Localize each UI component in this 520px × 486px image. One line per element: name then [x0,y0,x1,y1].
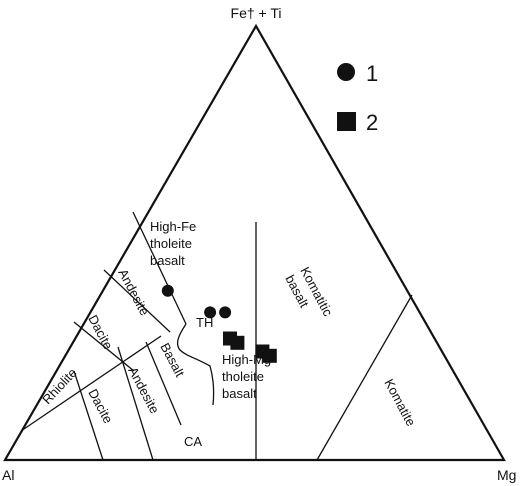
region-line: basalt [150,253,185,268]
field-boundaries [20,211,413,461]
andesite-ca-boundary [117,346,154,461]
data-points [161,284,277,363]
dacite-rhyolite-th-boundary [73,321,135,372]
legend: 1 2 [337,61,378,135]
region-label-ca: CA [184,434,202,449]
data-point-square [262,348,277,363]
region-line: High-Fe [150,219,196,234]
region-label-dacite-th: Dacite [85,312,116,352]
data-point-circle [219,306,232,319]
dacite-ca-boundary [73,370,104,461]
andesite-dacite-th-boundary [103,269,171,333]
basalt-ca-boundary [145,341,182,426]
komatite-boundary [316,294,413,461]
region-label-rhyolite: Rhiolite [39,365,80,407]
data-point-circle [204,306,217,319]
region-label-high-mg: High-Mg tholeite basalt [222,352,275,401]
data-point-square [230,335,245,350]
vertex-label-right: Mg [497,467,516,483]
rhyolite-ca-boundary [20,335,162,432]
region-line: tholeite [222,369,264,384]
vertex-label-left: Al [2,467,14,483]
region-line: basalt [222,386,257,401]
region-line: tholeite [150,236,192,251]
region-label-komatitic-basalt: Komatitic basalt [282,264,337,329]
region-label-basalt-ca: Basalt [157,340,187,379]
region-label-high-fe: High-Fe tholeite basalt [150,219,200,268]
region-label-th: TH [196,315,213,330]
region-label-komatite: Komatite [381,376,418,428]
legend-marker-circle [337,63,355,81]
legend-label: 1 [366,61,378,86]
vertex-label-top: Fe† + Ti [231,5,282,21]
region-label-andesite-th: Andesite [115,266,152,318]
th-ca-boundary [176,323,215,406]
data-point-circle [161,284,174,297]
legend-label: 2 [366,110,378,135]
triangle-outline [3,23,506,462]
high-fe-boundary [132,211,187,325]
legend-marker-square [337,112,356,131]
